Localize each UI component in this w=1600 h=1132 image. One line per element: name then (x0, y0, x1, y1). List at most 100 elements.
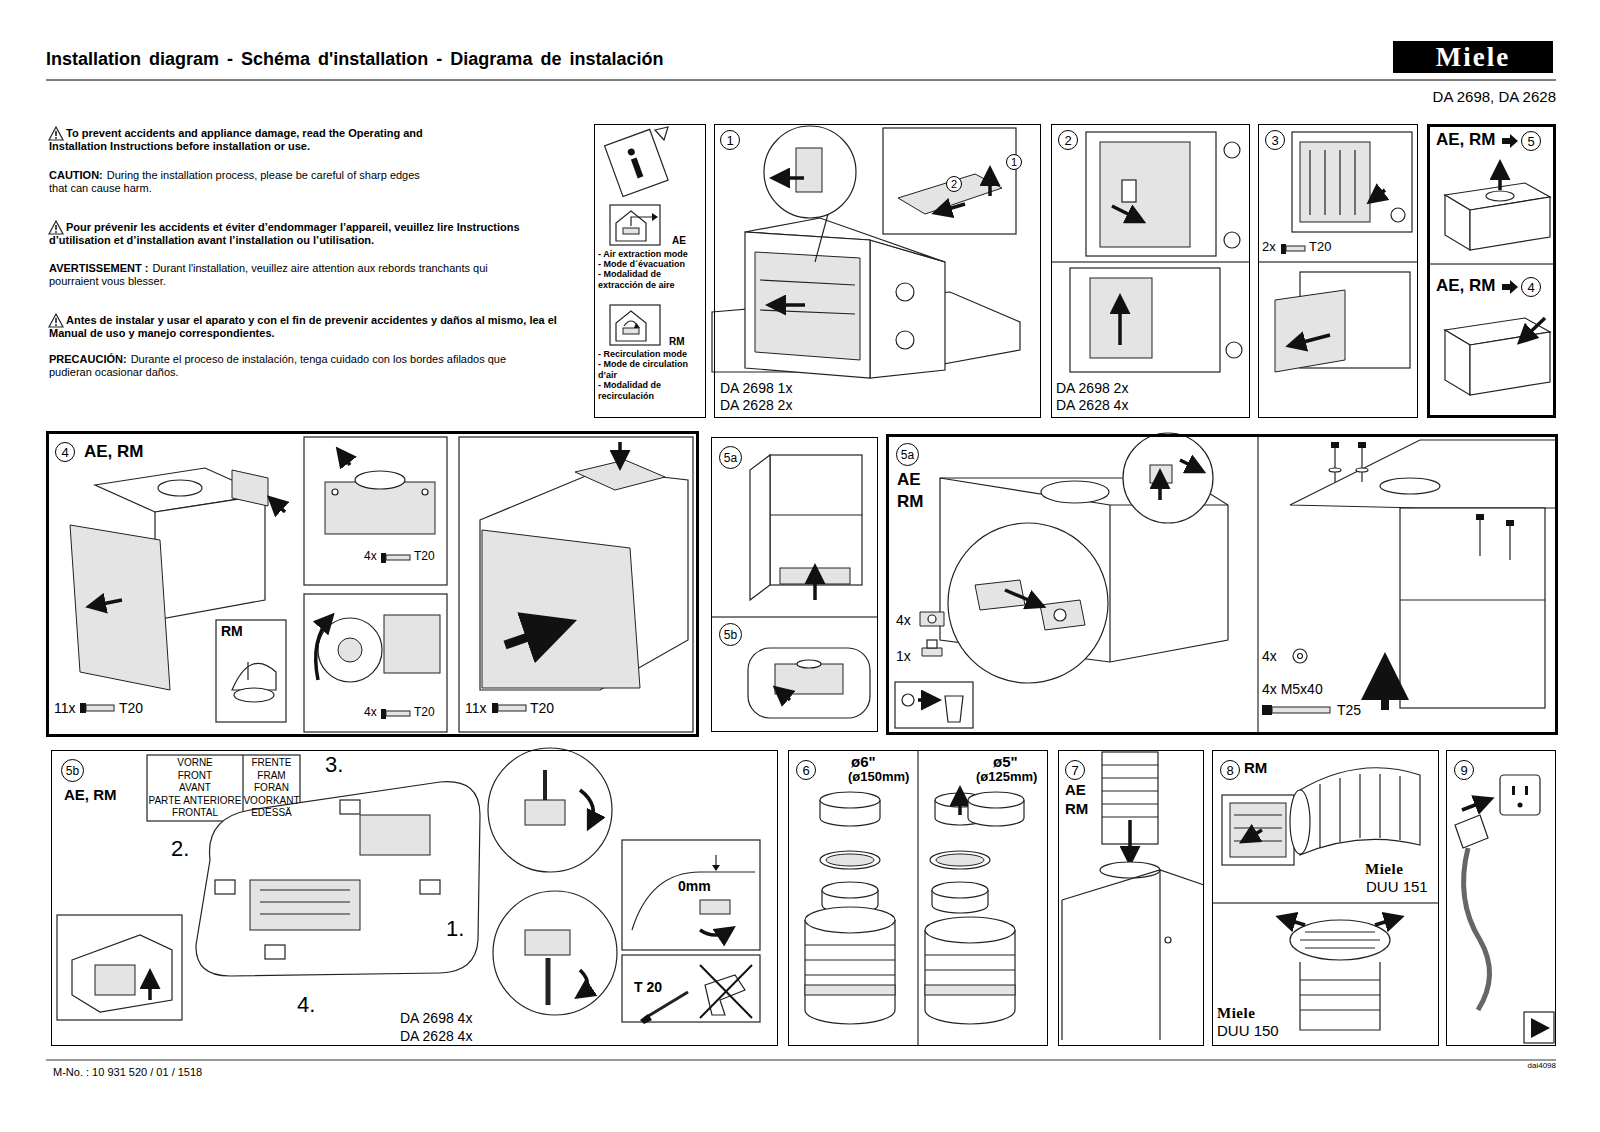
mode-panel: AE, RM5AE, RM4 (1427, 124, 1556, 418)
step-number: 7 (1065, 760, 1085, 780)
step-number: 3 (1265, 130, 1285, 150)
step-number: 2 (1058, 130, 1078, 150)
panel-text: - Mode de circulation d’air (598, 359, 693, 380)
table-cell: FRONTAL (147, 807, 243, 820)
warning-heading: PRECAUCIÓN: (49, 353, 127, 365)
panel-text: 4x (364, 706, 377, 720)
step-number: 1 (1006, 154, 1022, 170)
panel-text: T20 (1309, 240, 1331, 255)
step-panel: 6ø6"(ø150mm)ø5"(ø125mm) (788, 750, 1048, 1046)
step-panel: 1 1 2 DA 2698 1xDA 2628 2x (714, 124, 1041, 418)
footer-text: M-No. : 10 931 520 / 01 / 1518 (53, 1066, 202, 1079)
step-panel: 3 2x T20 (1258, 124, 1418, 418)
panel-text: 4x (1262, 648, 1277, 664)
panel-text: DA 2628 4x (1056, 397, 1128, 413)
step-panel: 2 DA 2698 2xDA 2628 4x (1051, 124, 1250, 418)
panel-text: - Recirculation mode (598, 349, 687, 360)
step-number: 1 (720, 130, 740, 150)
table-cell: PARTE ANTERIORE (147, 795, 243, 808)
panel-text: - Modalidad de extracción de aire (598, 269, 693, 290)
panel-text: Miele (1365, 861, 1403, 878)
info-panel: AE - Air extraction mode- Mode d´évacuati… (594, 124, 706, 418)
warning-paragraph: PRECAUCIÓN:Durante el proceso de instala… (49, 353, 529, 379)
panel-text: (ø150mm) (848, 770, 909, 785)
panel-text: T 20 (634, 979, 662, 995)
panel-text: RM (897, 492, 923, 512)
panel-text: 11x (54, 700, 76, 716)
model-text: DA 2698, DA 2628 (1433, 88, 1556, 105)
panel-text: 11x (465, 700, 487, 716)
panel-text: DA 2698 1x (720, 380, 792, 396)
diagram-title: Installation diagram - Schéma d'installa… (46, 49, 663, 70)
step-number: 9 (1454, 760, 1474, 780)
panel-text: AE (1065, 781, 1086, 798)
warning-heading: CAUTION: (49, 169, 103, 181)
step-panel: 5aAERM4x1x4x4x M5x40T25 (886, 434, 1558, 735)
panel-text: ø5" (993, 753, 1018, 770)
step-panel: 7AE RM (1058, 750, 1204, 1046)
panel-text: (ø125mm) (976, 770, 1037, 785)
panel-text: DA 2628 2x (720, 397, 792, 413)
panel-text: AE, RM (84, 442, 144, 462)
panel-text: DUU 150 (1217, 1022, 1279, 1039)
panel-text: T20 (119, 700, 143, 716)
warning-text: To prevent accidents and appliance damag… (49, 127, 479, 153)
step-number: 4 (55, 442, 75, 462)
step-number: 6 (796, 760, 816, 780)
warning-heading: AVERTISSEMENT : (49, 262, 148, 274)
step-number: 4 (1521, 277, 1541, 297)
panel-text: 4x (896, 612, 911, 628)
panel-text: AE, RM (64, 786, 117, 803)
table-cell: VORNE (147, 757, 243, 770)
panel-text: 4x M5x40 (1262, 681, 1323, 697)
table-cell: FRONT (147, 770, 243, 783)
step-number: 5a (719, 446, 742, 469)
panel-text: RM (1065, 800, 1088, 817)
panel-text: - Mode d´évacuation (598, 259, 685, 270)
table-cell: FRAM (243, 770, 300, 783)
table-cell: FRENTE (243, 757, 300, 770)
step-panel: 4AE, RM4xT20RM11xT204xT2011xT20 (46, 431, 699, 737)
panel-text: 2x (1262, 240, 1276, 255)
table-cell: EDESSÄ (243, 807, 300, 820)
step-number: 5b (719, 623, 742, 646)
panel-text: DA 2698 4x (400, 1010, 472, 1026)
table-cell: VOORKANT (243, 795, 300, 808)
warning-text: Pour prévenir les accidents et éviter d’… (49, 221, 581, 247)
step-number: 5 (1521, 131, 1541, 151)
panel-text: DA 2698 2x (1056, 380, 1128, 396)
panel-text: AE (897, 470, 921, 490)
warning-paragraph: CAUTION:During the installation process,… (49, 169, 434, 195)
panel-text: AE, RM (1436, 130, 1496, 150)
panel-text: 4x (364, 550, 377, 564)
step-panel: 5a 5b (711, 437, 878, 732)
warning-text: Antes de instalar y usar el aparato y co… (49, 314, 594, 340)
step-number: 5a (896, 443, 919, 466)
panel-text: DUU 151 (1366, 878, 1428, 895)
step-number: 2 (946, 176, 962, 192)
panel-text: AE (672, 236, 686, 247)
panel-text: T20 (414, 550, 435, 564)
step-panel: 9 (1446, 750, 1556, 1046)
table-cell: AVANT (147, 782, 243, 795)
panel-text: 0mm (678, 878, 711, 894)
panel-text: - Modalidad de recirculación (598, 380, 693, 401)
panel-text: T20 (414, 706, 435, 720)
panel-text: RM (221, 623, 243, 639)
brand-logo: Miele (1393, 41, 1553, 73)
panel-text: Miele (1217, 1005, 1255, 1022)
step-panel: 5bAE, RMVORNEFRENTEFRONTFRAMAVANTFORANPA… (51, 750, 778, 1046)
panel-text: T20 (530, 700, 554, 716)
panel-text: 3. (325, 752, 343, 777)
table-cell: FORAN (243, 782, 300, 795)
warning-paragraph: AVERTISSEMENT :Durant l'installation, ve… (49, 262, 539, 288)
note-text: During the installation process, please … (49, 169, 420, 194)
panel-text: 4. (297, 992, 315, 1017)
panel-text: 1. (446, 916, 464, 941)
step-panel: 8RMMieleDUU 151MieleDUU 150 (1212, 750, 1439, 1046)
panel-text: RM (669, 337, 685, 348)
panel-text: 1x (896, 648, 911, 664)
panel-text: DA 2628 4x (400, 1028, 472, 1044)
panel-text: - Air extraction mode (598, 249, 688, 260)
